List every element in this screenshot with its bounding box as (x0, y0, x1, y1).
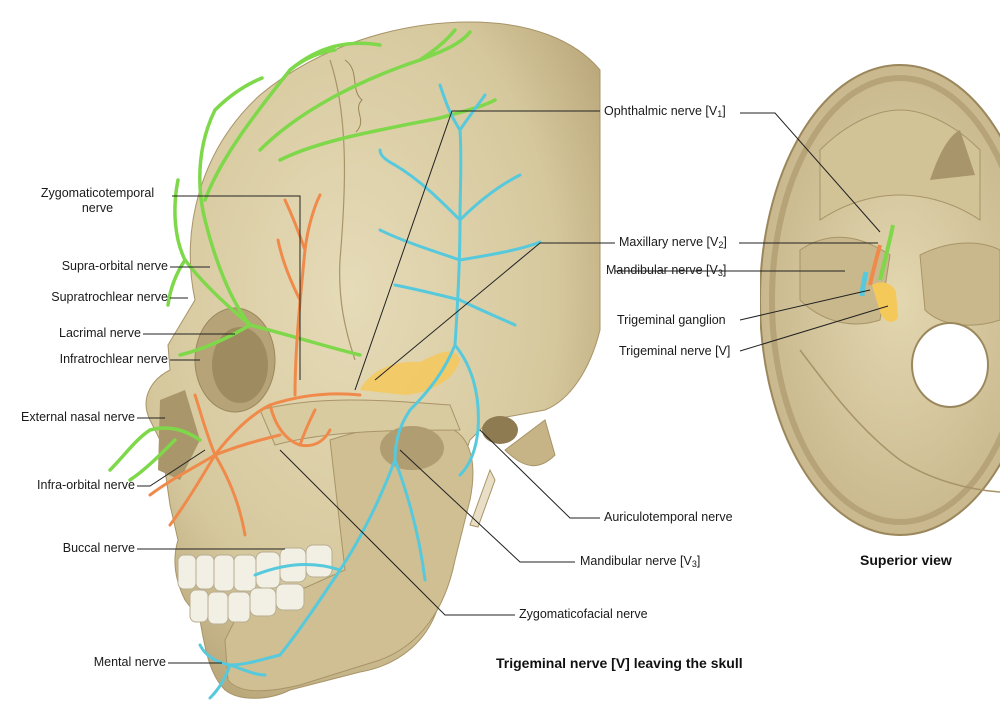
caption-inset: Superior view (860, 552, 952, 568)
label-mental-nerve: Mental nerve (93, 655, 166, 669)
superior-view-inset (760, 64, 1000, 536)
label-mandibular-nerve-lateral: Mandibular nerve [V3] (580, 554, 701, 569)
label-zygomaticotemporal-nerve: Zygomaticotemporal nerve (40, 186, 155, 215)
label-auriculotemporal-nerve: Auriculotemporal nerve (604, 510, 733, 524)
trigeminal-ganglion-lateral (360, 351, 460, 395)
label-infra-orbital-nerve: Infra-orbital nerve (37, 478, 135, 492)
label-supra-orbital-nerve: Supra-orbital nerve (61, 259, 168, 273)
foramen-magnum (911, 322, 989, 408)
lateral-skull (145, 21, 601, 699)
label-buccal-nerve: Buccal nerve (62, 541, 135, 555)
label-trigeminal-ganglion: Trigeminal ganglion (617, 313, 726, 327)
leader-lines (137, 110, 889, 664)
label-maxillary-nerve: Maxillary nerve [V2] (619, 235, 727, 250)
label-external-nasal-nerve: External nasal nerve (21, 410, 135, 424)
label-ophthalmic-nerve: Ophthalmic nerve [V1] (604, 104, 726, 119)
maxillary-nerve-branches (148, 193, 362, 537)
trigeminal-ganglion-superior (872, 282, 898, 322)
label-lacrimal-nerve: Lacrimal nerve (59, 326, 141, 340)
label-trigeminal-nerve: Trigeminal nerve [V] (619, 344, 731, 358)
teeth (177, 544, 333, 625)
label-infratrochlear-nerve: Infratrochlear nerve (59, 352, 168, 366)
cranium (145, 21, 601, 699)
label-zygomaticofacial-nerve: Zygomaticofacial nerve (519, 607, 648, 621)
label-mandibular-nerve-superior: Mandibular nerve [V3] (606, 263, 727, 278)
caption-main: Trigeminal nerve [V] leaving the skull (496, 655, 743, 671)
nasal-aperture (158, 390, 200, 480)
external-acoustic-meatus (482, 416, 518, 444)
label-supratrochlear-nerve: Supratrochlear nerve (51, 290, 168, 304)
